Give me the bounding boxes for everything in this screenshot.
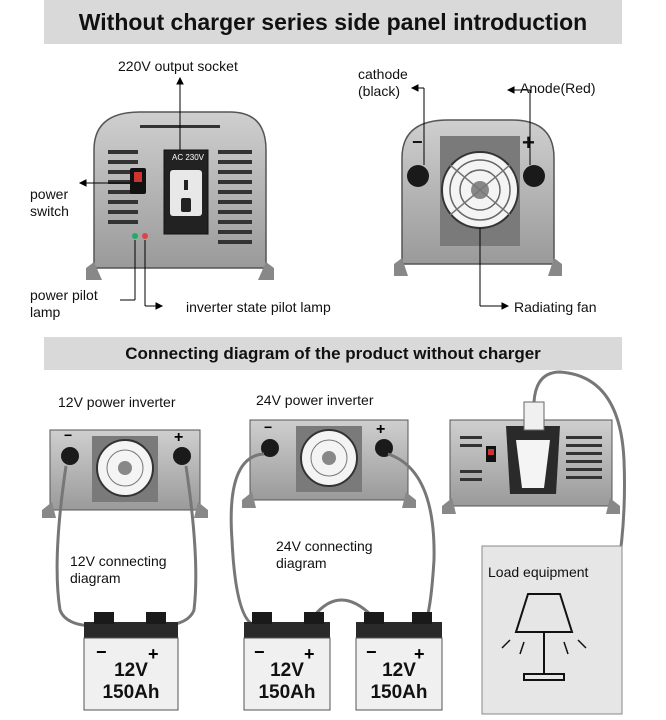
label-load-equipment: Load equipment xyxy=(488,564,589,580)
inverter-24v: −+ xyxy=(242,419,416,508)
battery-24v-right-voltage: 12V xyxy=(382,660,416,681)
label-output-socket: 220V output socket xyxy=(118,58,238,74)
battery-12v-voltage: 12V xyxy=(114,660,148,681)
svg-text:−: − xyxy=(412,132,423,152)
battery-24v-left: −+ xyxy=(243,612,331,711)
callout-lines xyxy=(78,76,531,310)
inverter-front-small xyxy=(442,401,620,514)
label-24v-inverter: 24V power inverter xyxy=(256,392,374,408)
label-power-pilot-lamp: power pilot lamp xyxy=(30,287,98,320)
battery-12v-capacity: 150Ah xyxy=(102,682,160,703)
label-12v-inverter: 12V power inverter xyxy=(58,394,176,410)
svg-text:+: + xyxy=(304,644,315,664)
svg-text:+: + xyxy=(174,429,183,446)
label-24v-connecting: 24V connecting diagram xyxy=(276,538,373,571)
label-power-switch: power switch xyxy=(30,186,69,219)
battery-24v-left-capacity: 150Ah xyxy=(258,682,316,703)
load-equipment-box xyxy=(481,545,623,715)
svg-text:+: + xyxy=(522,130,535,155)
battery-24v-left-voltage: 12V xyxy=(270,660,304,681)
svg-text:+: + xyxy=(414,644,425,664)
svg-text:+: + xyxy=(376,421,385,438)
inverter-back-panel: − + xyxy=(394,119,562,276)
label-anode: Anode(Red) xyxy=(520,80,596,96)
battery-24v-right-capacity: 150Ah xyxy=(370,682,428,703)
inverter-front-panel xyxy=(86,111,274,280)
label-cathode: cathode (black) xyxy=(358,66,408,99)
battery-24v-right: −+ xyxy=(355,612,443,711)
svg-text:−: − xyxy=(254,642,265,662)
label-inverter-state-pilot-lamp: inverter state pilot lamp xyxy=(186,299,331,315)
svg-text:−: − xyxy=(366,642,377,662)
section-title: Connecting diagram of the product withou… xyxy=(44,337,622,370)
label-radiating-fan: Radiating fan xyxy=(514,299,597,315)
inverter-12v: −+ xyxy=(42,427,208,518)
page-title: Without charger series side panel introd… xyxy=(44,0,622,44)
svg-text:−: − xyxy=(96,642,107,662)
svg-text:−: − xyxy=(264,419,272,435)
socket-marking: AC 230V xyxy=(172,153,205,162)
svg-text:−: − xyxy=(64,427,72,443)
battery-12v: −+ xyxy=(83,612,179,711)
label-12v-connecting: 12V connecting diagram xyxy=(70,553,167,586)
svg-text:+: + xyxy=(148,644,159,664)
